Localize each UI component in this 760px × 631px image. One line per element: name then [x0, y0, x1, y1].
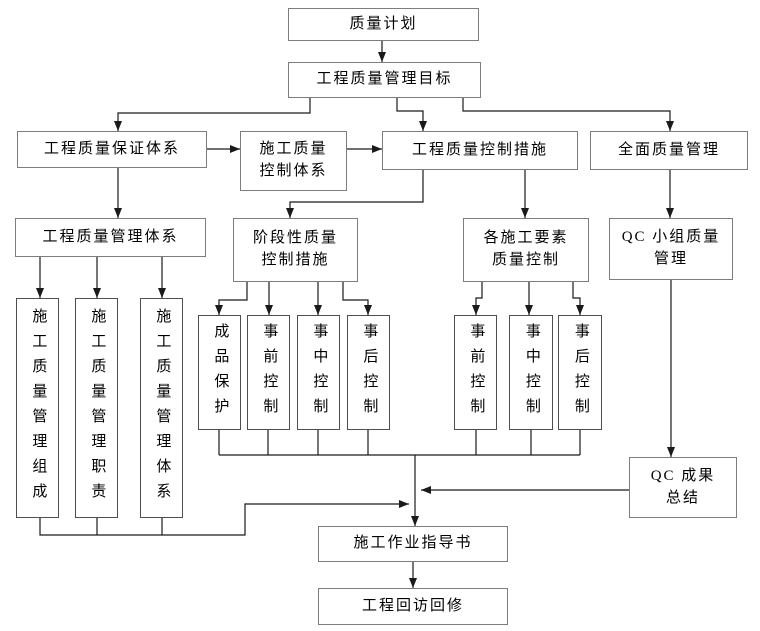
vertical-label: 事前控制: [468, 322, 485, 423]
vertical-label: 成品保护: [212, 322, 229, 423]
vertical-label: 事后控制: [361, 322, 378, 423]
node-finished-product-protection: 成品保护: [198, 315, 241, 430]
node-qc-group-quality-management: QC 小组质量 管理: [609, 218, 733, 280]
vertical-label: 事中控制: [523, 322, 540, 423]
node-construction-quality-control-system: 施工质量 控制体系: [240, 131, 347, 191]
node-pre-control-2: 事前控制: [454, 315, 497, 430]
node-post-control-1: 事后控制: [347, 315, 390, 430]
vertical-label: 事前控制: [261, 322, 278, 423]
node-construction-elements-quality-control: 各施工要素 质量控制: [463, 218, 589, 282]
node-pre-control-1: 事前控制: [247, 315, 290, 430]
node-construction-work-instruction: 施工作业指导书: [318, 526, 508, 562]
vertical-label: 事中控制: [311, 322, 328, 423]
vertical-label: 施工质量管理职责: [89, 308, 106, 508]
node-total-quality-management: 全面质量管理: [590, 131, 748, 170]
node-post-control-2: 事后控制: [558, 315, 602, 430]
node-in-process-control-2: 事中控制: [509, 315, 553, 430]
node-phased-quality-control: 阶段性质量 控制措施: [233, 218, 358, 282]
node-qc-achievement-summary: QC 成果 总结: [629, 457, 737, 518]
vertical-label: 施工质量管理组成: [30, 308, 47, 508]
vertical-label: 事后控制: [572, 322, 589, 423]
vertical-label: 施工质量管理体系: [154, 308, 171, 508]
node-project-revisit-repair: 工程回访回修: [318, 588, 508, 625]
node-quality-management-system: 工程质量管理体系: [15, 218, 206, 257]
node-quality-management-organization: 施工质量管理组成: [16, 298, 59, 518]
node-quality-control-measures: 工程质量控制措施: [382, 131, 578, 170]
node-quality-plan: 质量计划: [288, 8, 479, 41]
node-quality-assurance-system: 工程质量保证体系: [17, 131, 207, 168]
node-in-process-control-1: 事中控制: [297, 315, 340, 430]
node-quality-management-system-vertical: 施工质量管理体系: [140, 298, 183, 518]
node-quality-management-duties: 施工质量管理职责: [75, 298, 118, 518]
node-quality-management-goal: 工程质量管理目标: [288, 62, 481, 98]
